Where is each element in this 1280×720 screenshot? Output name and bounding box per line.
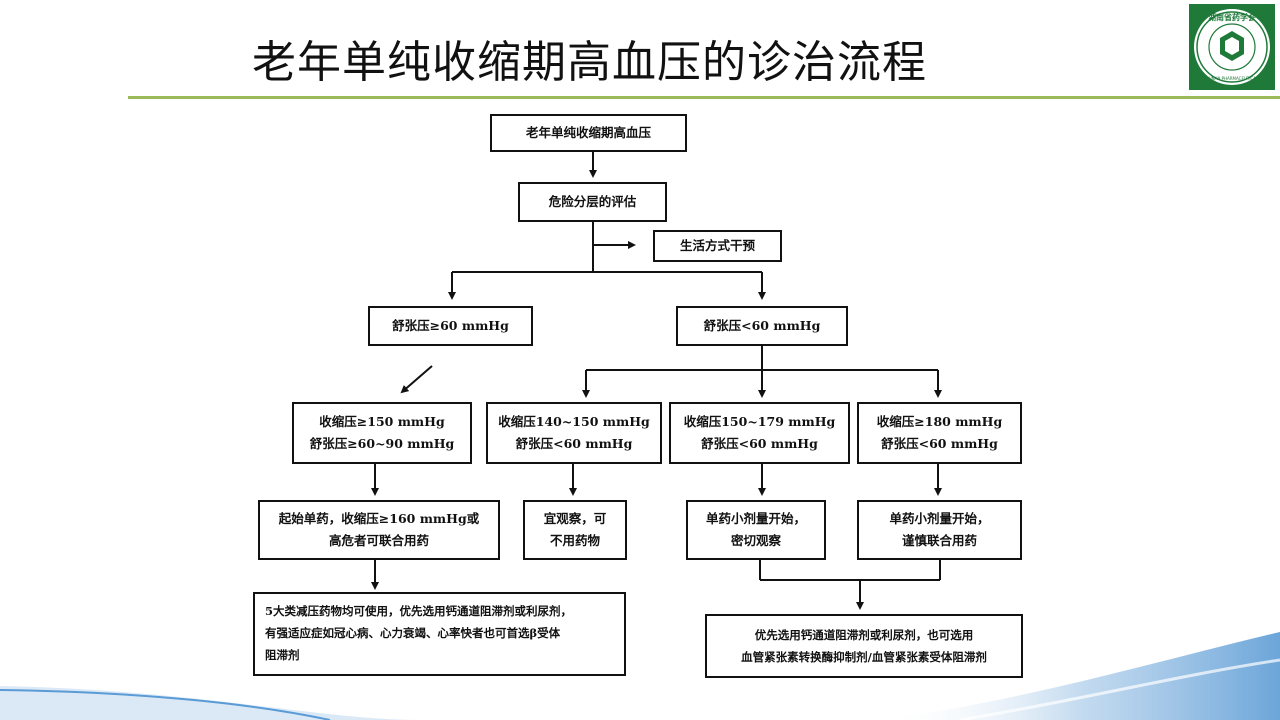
left-treat-box: 起始单药，收缩压≥160 mmHg或 高危者可联合用药 [258,500,500,560]
r2-level-box: 收缩压150~179 mmHg 舒张压<60 mmHg [669,402,850,464]
r2-treat-box: 单药小剂量开始， 密切观察 [686,500,826,560]
title-divider [128,96,1280,99]
svg-text:HUNAN PHARMACEUTICAL: HUNAN PHARMACEUTICAL [1206,76,1259,81]
r3-treat-box: 单药小剂量开始， 谨慎联合用药 [857,500,1022,560]
page-title: 老年单纯收缩期高血压的诊治流程 [252,37,927,88]
arrow-diagonal [400,365,433,394]
right-branch-box: 舒张压<60 mmHg [676,306,848,346]
root-box: 老年单纯收缩期高血压 [490,114,687,152]
risk-assessment-box: 危险分层的评估 [518,182,667,222]
left-branch-box: 舒张压≥60 mmHg [368,306,533,346]
svg-text:湖南省药学会: 湖南省药学会 [1208,12,1256,22]
left-level-box: 收缩压≥150 mmHg 舒张压≥60~90 mmHg [292,402,472,464]
right-final-box: 优先选用钙通道阻滞剂或利尿剂，也可选用 血管紧张素转换酶抑制剂/血管紧张素受体阻… [705,614,1023,678]
lifestyle-box: 生活方式干预 [653,230,782,262]
r1-treat-box: 宜观察，可 不用药物 [523,500,627,560]
r1-level-box: 收缩压140~150 mmHg 舒张压<60 mmHg [486,402,662,464]
left-final-box: 5大类减压药物均可使用，优先选用钙通道阻滞剂或利尿剂， 有强适应症如冠心病、心力… [253,592,626,676]
association-logo: 湖南省药学会 HUNAN PHARMACEUTICAL [1189,4,1275,90]
r3-level-box: 收缩压≥180 mmHg 舒张压<60 mmHg [857,402,1022,464]
